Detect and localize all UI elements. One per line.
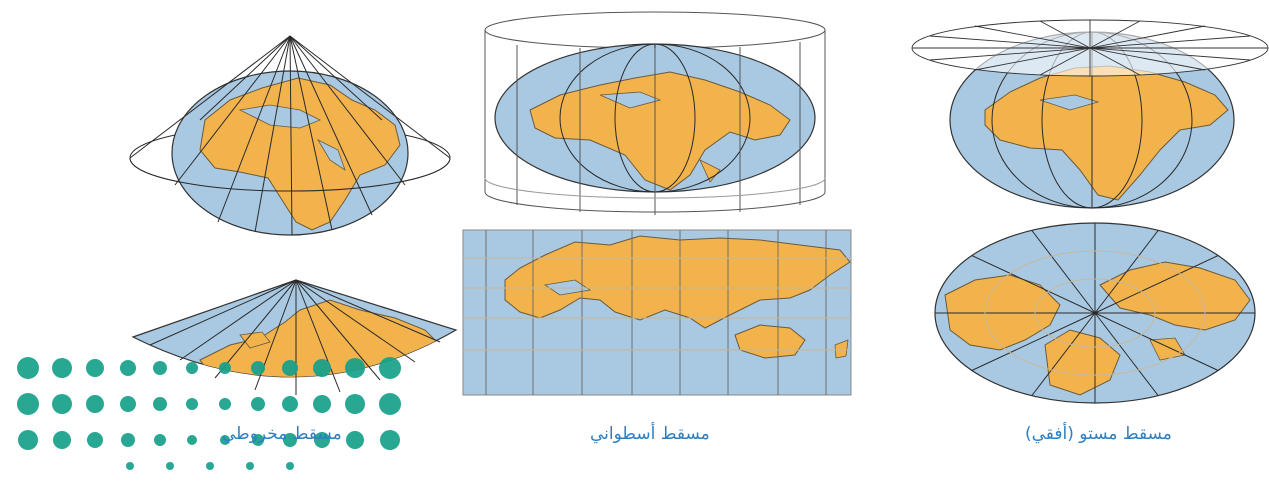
logo-dot <box>154 434 166 446</box>
logo-dot <box>345 394 365 414</box>
logo-dot <box>379 393 401 415</box>
logo-dot <box>380 430 400 450</box>
logo-dot <box>379 357 401 379</box>
africa-europe-land <box>199 77 401 231</box>
planar-projection <box>911 19 1269 404</box>
logo-dot <box>86 395 104 413</box>
cylinder-top <box>484 11 826 49</box>
logo-dot <box>219 398 231 410</box>
logo-dot <box>126 462 134 470</box>
dotted-logo-icon <box>17 357 401 470</box>
logo-dot <box>187 435 197 445</box>
cylindrical-projection <box>462 11 852 396</box>
conic-caption: مسقط مخروطي <box>222 424 342 444</box>
projection-plane <box>911 19 1269 77</box>
logo-dot <box>252 434 264 446</box>
logo-dot <box>17 357 39 379</box>
cyl-globe-land <box>529 71 791 191</box>
conic-projection <box>129 35 458 395</box>
logo-dot <box>220 435 230 445</box>
logo-dot <box>206 462 214 470</box>
planar-flat-map <box>934 222 1256 404</box>
logo-dot <box>313 359 331 377</box>
logo-dot <box>283 433 297 447</box>
logo-dot <box>120 360 136 376</box>
planar-caption: مسقط مستو (أفقي) <box>1025 424 1172 444</box>
logo-dot <box>53 431 71 449</box>
logo-dot <box>87 432 103 448</box>
logo-dot <box>251 361 265 375</box>
logo-dot <box>120 396 136 412</box>
logo-dot <box>186 362 198 374</box>
logo-dot <box>17 393 39 415</box>
logo-dot <box>346 431 364 449</box>
logo-dot <box>18 430 38 450</box>
logo-dot <box>282 360 298 376</box>
logo-dot <box>121 433 135 447</box>
logo-dot <box>246 462 254 470</box>
logo-dot <box>251 397 265 411</box>
logo-dot <box>219 362 231 374</box>
logo-dot <box>86 359 104 377</box>
logo-dot <box>186 398 198 410</box>
logo-dot <box>166 462 174 470</box>
logo-dot <box>313 395 331 413</box>
logo-dot <box>52 358 72 378</box>
cylindrical-flat-map <box>462 229 852 396</box>
planar-map-land-south <box>1044 329 1121 396</box>
logo-dot <box>314 432 330 448</box>
conic-globe <box>171 70 409 236</box>
cylinder-lines <box>484 30 826 215</box>
eurasia-land <box>504 235 851 329</box>
planar-globe <box>949 31 1235 209</box>
conic-unrolled-map <box>131 279 458 395</box>
cone-lines <box>129 35 451 236</box>
logo-dot <box>282 396 298 412</box>
logo-dot <box>286 462 294 470</box>
cylindrical-caption: مسقط أسطواني <box>590 424 710 444</box>
logo-dot <box>153 361 167 375</box>
logo-dot <box>345 358 365 378</box>
logo-dot <box>153 397 167 411</box>
logo-dot <box>52 394 72 414</box>
